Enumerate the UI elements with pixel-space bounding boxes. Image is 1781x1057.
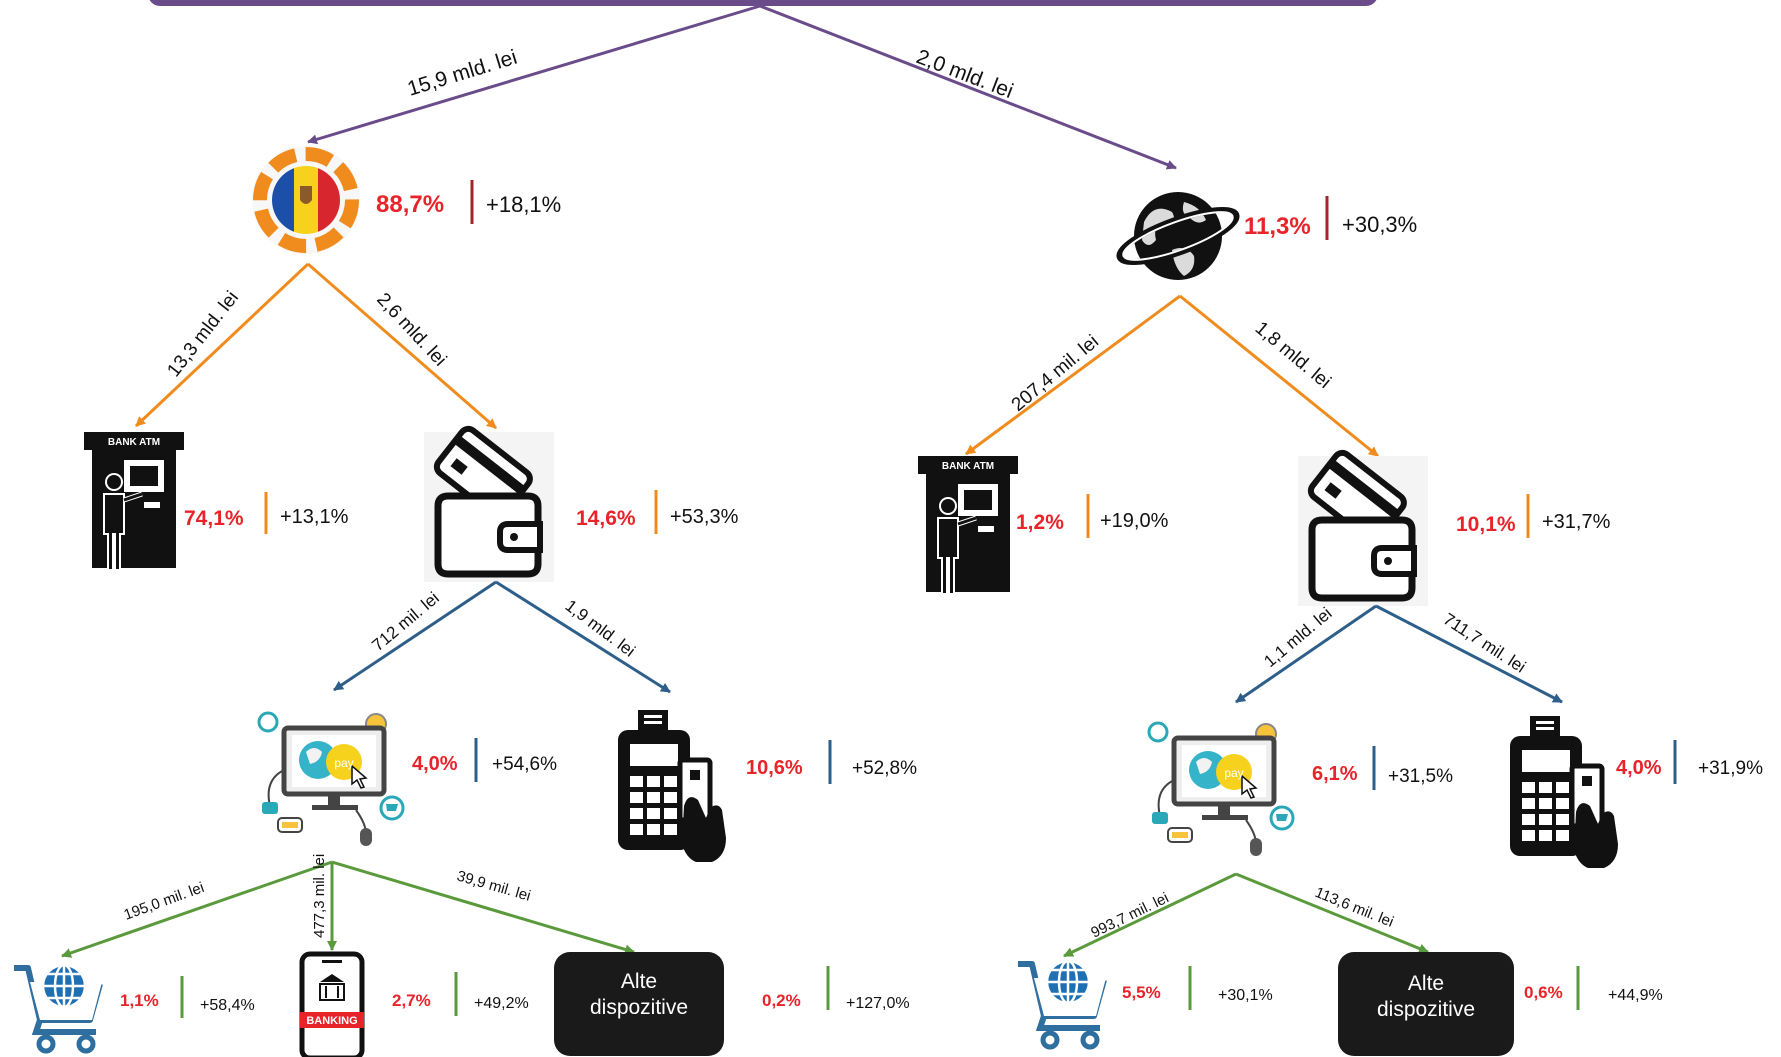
abr-online-share: 6,1% [1312,763,1358,785]
wallet-card-icon [424,426,554,582]
edge-abr-other [1235,872,1429,954]
top-header-bar [149,0,1377,6]
dom-ecom-change: +58,4% [200,997,255,1014]
ecommerce-cart-icon [1018,960,1106,1047]
abr-pos-share: 4,0% [1616,757,1662,779]
other-devices-line1: Alte [1408,972,1444,995]
edge-label-dom-atm: 13,3 mld. lei [163,287,243,381]
edge-abr-atm [965,294,1181,456]
edge-label-abr-ecom: 993,7 mil. lei [1088,889,1171,941]
dom-banking-change: +49,2% [474,995,529,1012]
globe-icon [1116,192,1240,280]
dom-ecom-share: 1,1% [120,991,159,1010]
dom-banking-share: 2,7% [392,991,431,1010]
edge-dom-ecom [61,860,333,958]
pay-label: pay [334,756,353,770]
edge-abr-cashless [1179,294,1379,458]
abr-pos-change: +31,9% [1698,758,1763,779]
online-payment-icon: pay [1149,723,1293,856]
abr-other-share: 0,6% [1524,983,1563,1002]
dom-cashless-share: 14,6% [576,507,636,530]
edge-label-abr-atm: 207,4 mil. lei [1008,331,1103,416]
pos-terminal-icon [618,710,726,862]
edge-label-abr-other: 113,6 mil. lei [1313,884,1396,931]
edge-label-dom-other: 39,9 mil. lei [455,868,533,905]
edge-domestic [307,4,761,145]
moldova-flag-icon [252,146,360,254]
edge-label-domestic-total: 15,9 mld. lei [405,46,520,101]
atm-sign: BANK ATM [108,437,160,448]
abr-cashless-change: +31,7% [1542,511,1611,533]
dom-other-share: 0,2% [762,991,801,1010]
edge-dom-online [333,580,497,692]
edge-dom-atm [134,262,310,428]
mobile-banking-icon: BANKING [299,951,365,1057]
dom-atm-change: +13,1% [280,506,349,528]
edge-label-dom-ecom: 195,0 mil. lei [122,879,207,924]
domestic-share: 88,7% [376,191,444,218]
edge-label-abr-cashless: 1,8 mld. lei [1251,318,1335,393]
atm-icon: BANK ATM [84,432,184,570]
abr-cashless-share: 10,1% [1456,513,1516,536]
other-devices-line1: Alte [621,970,657,993]
edge-label-abr-pos: 711,7 mil. lei [1440,609,1529,676]
other-devices-box: Alte dispozitive [1338,952,1514,1056]
edge-label-dom-online: 712 mil. lei [368,588,442,655]
dom-online-change: +54,6% [492,754,557,775]
other-devices-line2: dispozitive [1377,998,1475,1021]
banking-label: BANKING [306,1015,357,1027]
edge-dom-other [331,860,635,955]
abr-ecom-change: +30,1% [1218,987,1273,1004]
dom-cashless-change: +53,3% [670,506,739,528]
edge-abr-ecom [1063,872,1237,958]
abr-online-change: +31,5% [1388,766,1453,787]
edge-label-dom-pos: 1,9 mld. lei [562,596,639,661]
abr-ecom-share: 5,5% [1122,983,1161,1002]
edge-label-abroad-total: 2,0 mld. lei [913,45,1016,103]
ecommerce-cart-icon [14,964,102,1051]
dom-pos-change: +52,8% [852,758,917,779]
domestic-change: +18,1% [486,192,561,217]
dom-pos-share: 10,6% [746,757,803,779]
atm-sign: BANK ATM [942,461,994,472]
edge-dom-pos [495,580,671,694]
other-devices-box: Alte dispozitive [554,952,724,1056]
pos-terminal-icon [1510,716,1618,868]
dom-other-change: +127,0% [846,995,910,1012]
abr-other-change: +44,9% [1608,987,1663,1004]
edge-abroad [759,4,1177,170]
abroad-change: +30,3% [1342,212,1417,237]
wallet-card-icon [1298,450,1428,606]
dom-online-share: 4,0% [412,753,458,775]
pay-label: pay [1224,766,1243,780]
abr-atm-change: +19,0% [1100,510,1169,532]
atm-icon: BANK ATM [918,456,1018,594]
edge-abr-online [1235,604,1377,704]
edge-label-dom-banking: 477,3 mil. lei [311,854,328,938]
edge-dom-cashless [307,262,497,430]
online-payment-icon: pay [259,713,403,846]
dom-atm-share: 74,1% [184,507,244,530]
edge-abr-pos [1375,604,1563,704]
abroad-share: 11,3% [1244,213,1311,240]
other-devices-line2: dispozitive [590,996,688,1019]
abr-atm-share: 1,2% [1016,511,1064,534]
